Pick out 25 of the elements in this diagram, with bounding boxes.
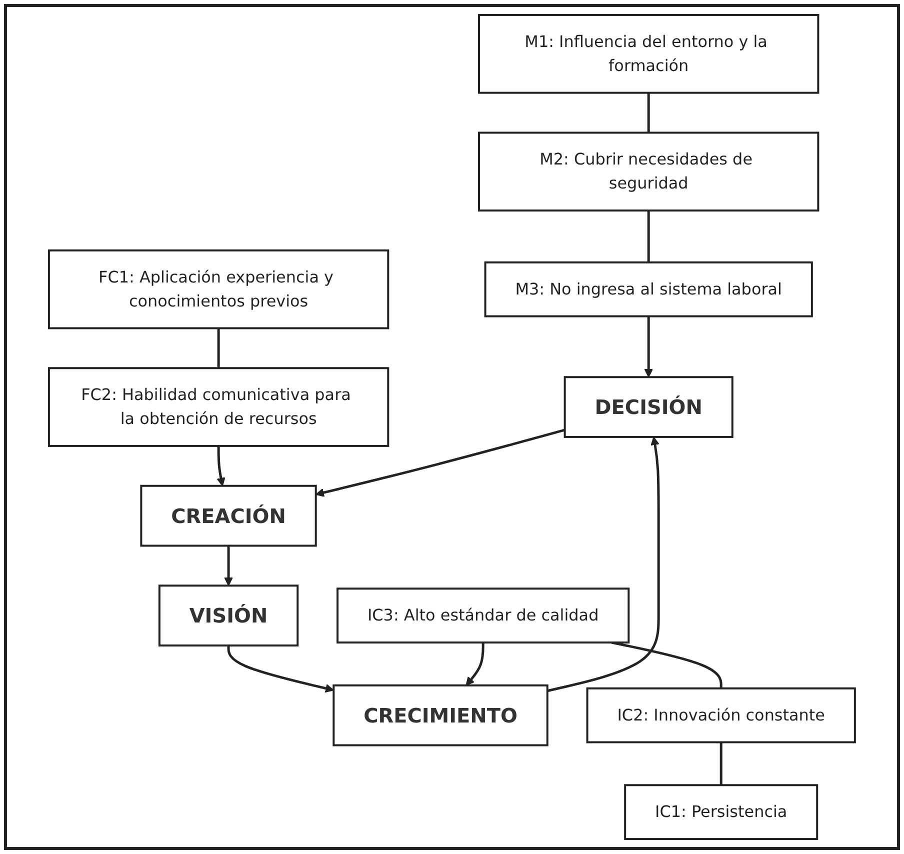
node-box <box>564 376 734 438</box>
arrow <box>316 428 566 497</box>
arrow <box>644 316 654 378</box>
node-box <box>140 484 317 547</box>
connector <box>720 742 722 786</box>
node-box <box>478 132 820 212</box>
node-box <box>158 584 299 646</box>
arrow <box>547 436 660 692</box>
connector <box>647 210 650 262</box>
node-box <box>48 249 390 330</box>
arrow <box>227 645 334 693</box>
arrow <box>466 642 484 686</box>
node-box <box>332 684 548 746</box>
arrow <box>224 546 233 586</box>
node-box <box>624 784 818 840</box>
node-box <box>484 261 813 318</box>
node-box <box>478 14 820 94</box>
arrow <box>216 446 226 486</box>
node-box <box>336 588 630 644</box>
connector <box>217 328 220 368</box>
flowchart-drawing: M1: Influencia del entorno y la formación M2: Cubrir necesidades de seguridad M3: No ingresa al sistema laboral FC1: Aplicación experiencia y conocimientos previos FC2: Habilidad comunicativa para la obtención de recursos DECISIÓN CREACIÓN CRECIMIENTO VISIÓN IC3: Alto estándar de calidad IC2: Innovación constante IC1: Persistencia <box>40 7 864 847</box>
connector <box>611 641 722 688</box>
node-box <box>586 687 856 744</box>
node-box <box>48 367 390 447</box>
connector <box>647 92 650 133</box>
